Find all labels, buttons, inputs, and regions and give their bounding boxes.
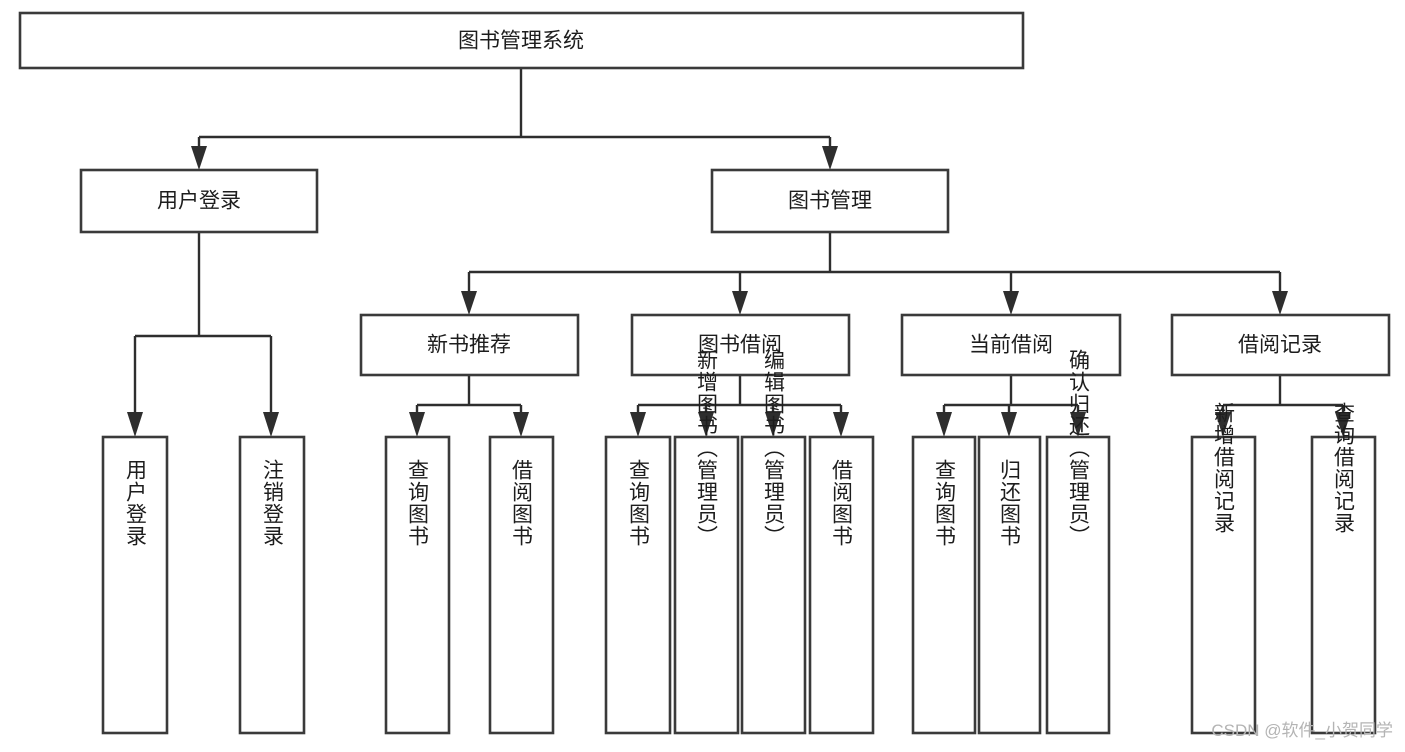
node-leaf-bb-query-box[interactable] bbox=[604, 435, 672, 735]
node-leaf-user-login[interactable]: 用户登录 bbox=[101, 435, 169, 735]
node-new-book-rec-box[interactable] bbox=[359, 313, 580, 377]
node-user-login-label: 用户登录 bbox=[157, 190, 241, 213]
arrow-cb-leaf1 bbox=[936, 412, 952, 437]
node-leaf-br-add-box[interactable] bbox=[1190, 435, 1257, 735]
node-leaf-rec-query-box[interactable] bbox=[384, 435, 451, 735]
node-user-login[interactable]: 用户登录 bbox=[79, 168, 319, 234]
node-leaf-user-logout-box[interactable] bbox=[238, 435, 306, 735]
node-user-login-box[interactable] bbox=[79, 168, 319, 234]
arrow-bm-borrowrecord bbox=[1272, 291, 1288, 315]
arrow-nbr-leaf1 bbox=[409, 412, 425, 437]
node-leaf-bb-query-label: 查询图书 bbox=[627, 459, 651, 547]
connector-group-root bbox=[191, 68, 838, 170]
node-book-manage[interactable]: 图书管理 bbox=[710, 168, 950, 234]
node-book-manage-box[interactable] bbox=[710, 168, 950, 234]
node-leaf-bb-borrow-box[interactable] bbox=[808, 435, 875, 735]
node-leaf-rec-query[interactable]: 查询图书 bbox=[384, 435, 451, 735]
connector-group-borrow-record bbox=[1215, 375, 1351, 437]
node-leaf-cb-confirm-box[interactable] bbox=[1045, 435, 1111, 735]
node-book-borrow[interactable]: 图书借阅 bbox=[630, 313, 851, 377]
node-current-borrow[interactable]: 当前借阅 bbox=[900, 313, 1122, 377]
arrow-bm-bookborrow bbox=[732, 291, 748, 315]
node-leaf-bb-add-label: 新增图书（管理员） bbox=[695, 349, 719, 547]
node-leaf-user-login-label: 用户登录 bbox=[124, 459, 148, 547]
node-leaf-bb-edit-box[interactable] bbox=[740, 435, 807, 735]
node-leaf-bb-borrow[interactable]: 借阅图书 bbox=[808, 435, 875, 735]
connector-group-book-manage bbox=[461, 232, 1288, 315]
arrow-bm-newbookrec bbox=[461, 291, 477, 315]
node-root[interactable]: 图书管理系统 bbox=[18, 11, 1025, 70]
connector-group-user-login bbox=[127, 232, 279, 437]
node-leaf-bb-add-box[interactable] bbox=[673, 435, 740, 735]
node-leaf-user-logout-label: 注销登录 bbox=[261, 459, 285, 547]
node-leaf-br-add[interactable]: 新增借阅记录 bbox=[1190, 402, 1257, 735]
node-book-manage-label: 图书管理 bbox=[788, 190, 872, 213]
arrow-userlogin-leaf1 bbox=[127, 412, 143, 437]
node-leaf-cb-return-label: 归还图书 bbox=[998, 459, 1022, 547]
node-leaf-bb-query[interactable]: 查询图书 bbox=[604, 435, 672, 735]
node-root-box[interactable] bbox=[18, 11, 1025, 70]
arrow-cb-leaf3 bbox=[1070, 412, 1086, 437]
node-current-borrow-box[interactable] bbox=[900, 313, 1122, 377]
node-book-borrow-box[interactable] bbox=[630, 313, 851, 377]
arrow-br-leaf1 bbox=[1215, 412, 1231, 437]
connector-group-new-book-rec bbox=[409, 375, 529, 437]
node-leaf-cb-query-box[interactable] bbox=[911, 435, 977, 735]
node-leaf-user-login-box[interactable] bbox=[101, 435, 169, 735]
node-leaf-rec-query-label: 查询图书 bbox=[406, 459, 430, 547]
node-leaf-rec-borrow-box[interactable] bbox=[488, 435, 555, 735]
arrow-root-to-userlogin bbox=[191, 146, 207, 170]
node-leaf-cb-query-label: 查询图书 bbox=[933, 459, 957, 547]
node-leaf-cb-confirm-label: 确认归还（管理员） bbox=[1067, 349, 1091, 547]
node-leaf-cb-return-box[interactable] bbox=[977, 435, 1042, 735]
arrow-bb-leaf4 bbox=[833, 412, 849, 437]
node-leaf-cb-confirm[interactable]: 确认归还（管理员） bbox=[1045, 349, 1111, 735]
arrow-cb-leaf2 bbox=[1001, 412, 1017, 437]
node-leaf-bb-edit[interactable]: 编辑图书（管理员） bbox=[740, 349, 807, 735]
node-borrow-record[interactable]: 借阅记录 bbox=[1170, 313, 1391, 377]
connector-group-book-borrow bbox=[630, 375, 849, 437]
node-borrow-record-label: 借阅记录 bbox=[1238, 334, 1322, 357]
node-leaf-br-add-label: 新增借阅记录 bbox=[1212, 402, 1236, 534]
node-leaf-rec-borrow[interactable]: 借阅图书 bbox=[488, 435, 555, 735]
node-leaf-cb-query[interactable]: 查询图书 bbox=[911, 435, 977, 735]
node-leaf-bb-borrow-label: 借阅图书 bbox=[830, 459, 854, 547]
arrow-bb-leaf3 bbox=[765, 412, 781, 437]
arrow-br-leaf2 bbox=[1335, 412, 1351, 437]
node-new-book-rec[interactable]: 新书推荐 bbox=[359, 313, 580, 377]
node-root-label: 图书管理系统 bbox=[458, 30, 584, 53]
node-leaf-br-query-label: 查询借阅记录 bbox=[1332, 402, 1356, 534]
arrow-bb-leaf2 bbox=[698, 412, 714, 437]
node-leaf-bb-add[interactable]: 新增图书（管理员） bbox=[673, 349, 740, 735]
node-leaf-cb-return[interactable]: 归还图书 bbox=[977, 435, 1042, 735]
node-borrow-record-box[interactable] bbox=[1170, 313, 1391, 377]
arrow-nbr-leaf2 bbox=[513, 412, 529, 437]
arrow-userlogin-leaf2 bbox=[263, 412, 279, 437]
arrow-root-to-bookmanage bbox=[822, 146, 838, 170]
node-leaf-br-query-box[interactable] bbox=[1310, 435, 1377, 735]
node-leaf-rec-borrow-label: 借阅图书 bbox=[510, 459, 534, 547]
node-leaf-br-query[interactable]: 查询借阅记录 bbox=[1310, 402, 1377, 735]
arrow-bm-currentborrow bbox=[1003, 291, 1019, 315]
node-book-borrow-label: 图书借阅 bbox=[698, 334, 782, 357]
node-leaf-bb-edit-label: 编辑图书（管理员） bbox=[762, 349, 786, 547]
connector-group-current-borrow bbox=[936, 375, 1086, 437]
node-current-borrow-label: 当前借阅 bbox=[969, 334, 1053, 357]
arrow-bb-leaf1 bbox=[630, 412, 646, 437]
node-new-book-rec-label: 新书推荐 bbox=[427, 334, 511, 357]
node-leaf-user-logout[interactable]: 注销登录 bbox=[238, 435, 306, 735]
